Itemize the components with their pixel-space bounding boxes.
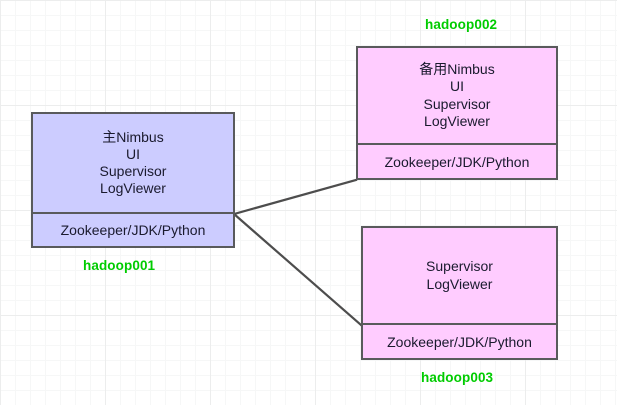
node-hadoop002-services: 备用Nimbus UI Supervisor LogViewer: [358, 48, 556, 143]
service-line: Supervisor: [426, 258, 493, 275]
host-label-hadoop001: hadoop001: [83, 258, 156, 273]
service-line: 备用Nimbus: [419, 61, 495, 78]
node-hadoop003-footer: Zookeeper/JDK/Python: [363, 323, 556, 358]
node-hadoop003[interactable]: Supervisor LogViewer Zookeeper/JDK/Pytho…: [361, 226, 558, 360]
edge-hadoop001-hadoop003: [232, 212, 363, 327]
node-hadoop003-services: Supervisor LogViewer: [363, 228, 556, 323]
service-line: Supervisor: [99, 163, 167, 179]
host-label-hadoop002: hadoop002: [425, 17, 498, 32]
node-hadoop001-services: 主Nimbus UI Supervisor LogViewer: [33, 114, 233, 212]
node-hadoop001[interactable]: 主Nimbus UI Supervisor LogViewer Zookeepe…: [31, 112, 235, 248]
service-line: LogViewer: [426, 275, 493, 292]
node-hadoop001-footer: Zookeeper/JDK/Python: [33, 212, 233, 246]
service-line: Supervisor: [423, 95, 491, 112]
node-hadoop002-footer: Zookeeper/JDK/Python: [358, 143, 556, 178]
edge-hadoop001-hadoop002: [232, 178, 358, 216]
service-line: 主Nimbus: [102, 128, 164, 145]
service-line: LogViewer: [100, 180, 166, 197]
node-hadoop002[interactable]: 备用Nimbus UI Supervisor LogViewer Zookeep…: [356, 46, 558, 180]
service-line: UI: [450, 78, 464, 95]
service-line: LogViewer: [424, 112, 490, 129]
service-line: UI: [126, 145, 140, 162]
host-label-hadoop003: hadoop003: [421, 370, 494, 385]
